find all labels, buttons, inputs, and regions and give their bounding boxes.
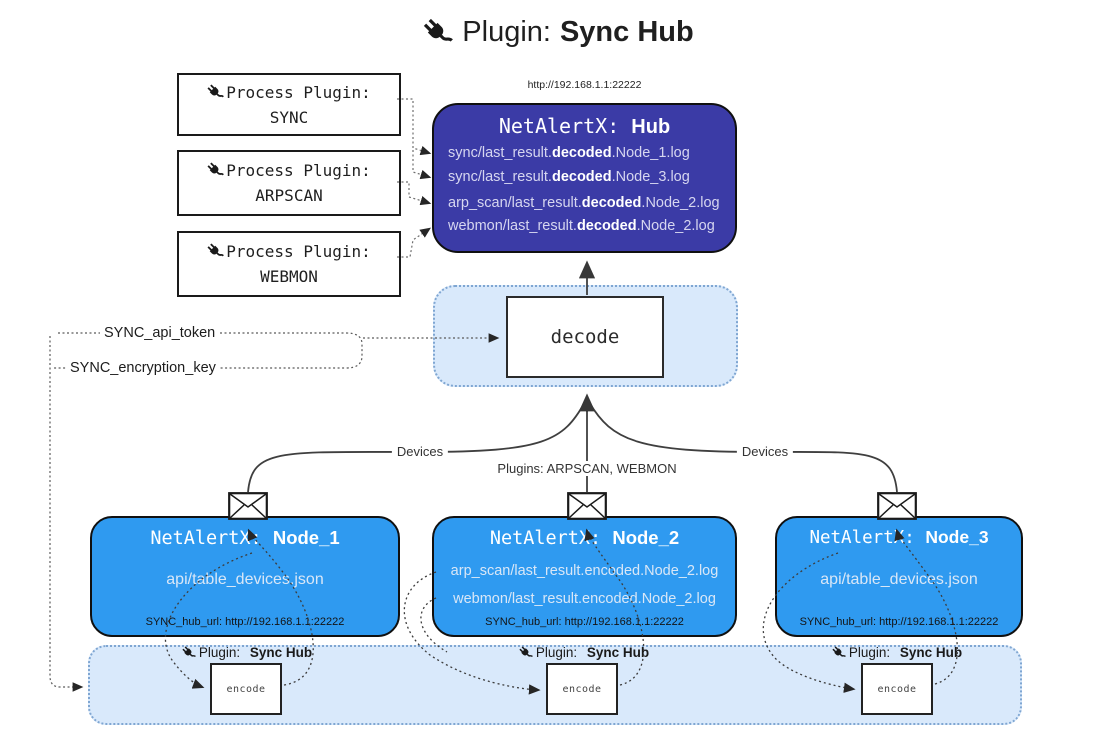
encode-plugin-label-3: Plugin: Sync Hub [807,645,987,660]
process-plugin-name: SYNC [269,107,309,127]
hub-file-line: sync/last_result.decoded.Node_1.log [448,145,690,161]
hub-title: NetAlertX: Hub [434,114,735,139]
plugin-to-hub-edges [397,98,432,258]
devices-left-label: Devices [391,444,449,459]
plugins-center-label: Plugins: ARPSCAN, WEBMON [492,461,682,476]
encode-plugin-label-1: Plugin: Sync Hub [157,645,337,660]
process-plugin-label: Process Plugin: [226,242,371,261]
sync-encryption-key-label: SYNC_encryption_key [66,360,220,376]
node-title: NetAlertX: Node_3 [809,527,989,548]
node-1-box: NetAlertX: Node_1 api/table_devices.json… [90,516,400,637]
title-prefix: Plugin: [462,16,551,48]
decode-box: decode [506,296,664,378]
hub-title-name: Hub [631,116,671,138]
process-plugin-label: Process Plugin: [226,82,371,102]
node-2-box: NetAlertX: Node_2 arp_scan/last_result.e… [432,516,737,637]
hub-box: NetAlertX: Hub sync/last_result.decoded.… [432,103,737,253]
sync-api-token-label: SYNC_api_token [100,325,220,341]
encode-label: encode [562,683,602,695]
devices-right-label: Devices [736,444,794,459]
encode-box-1: encode [210,663,282,715]
plug-icon [831,645,846,660]
hub-file-line: arp_scan/last_result.decoded.Node_2.log [448,195,720,211]
plug-icon [181,645,196,660]
encode-label: encode [877,683,917,695]
node-title: NetAlertX: Node_2 [489,527,680,549]
page-title: Plugin: Sync Hub [0,16,1117,49]
node-file: arp_scan/last_result.encoded.Node_2.log [450,563,719,579]
plug-icon [207,243,225,260]
envelope-icon [877,492,917,520]
process-plugin-webmon: Process Plugin: WEBMON [177,231,401,297]
encode-plugin-label-2: Plugin: Sync Hub [494,645,674,660]
config-to-encode-panel [49,336,84,692]
node-file: webmon/last_result.encoded.Node_2.log [453,591,716,607]
hub-file-line: webmon/last_result.decoded.Node_2.log [448,218,715,234]
process-plugin-name: ARPSCAN [255,186,323,205]
encode-box-3: encode [861,663,933,715]
envelope-icon [228,492,268,520]
decode-label: decode [550,326,620,348]
node-file: api/table_devices.json [166,571,324,588]
encode-box-2: encode [546,663,618,715]
hub-url-label: http://192.168.1.1:22222 [527,79,642,91]
node-hub-url: SYNC_hub_url: http://192.168.1.1:22222 [799,616,999,628]
node-title: NetAlertX: Node_1 [150,527,340,549]
node-hub-url: SYNC_hub_url: http://192.168.1.1:22222 [145,616,345,628]
process-plugin-arpscan: Process Plugin: ARPSCAN [177,150,401,216]
node-3-box: NetAlertX: Node_3 api/table_devices.json… [775,516,1023,637]
plug-icon [207,162,225,179]
plug-icon [207,83,225,101]
node-file: api/table_devices.json [820,571,978,588]
title-name: Sync Hub [559,16,694,48]
hub-file-line: sync/last_result.decoded.Node_3.log [448,169,690,185]
encode-label: encode [226,683,266,695]
process-plugin-sync: Process Plugin: SYNC [177,73,401,136]
plug-icon [518,645,533,660]
plug-icon [423,17,454,48]
node-hub-url: SYNC_hub_url: http://192.168.1.1:22222 [485,616,684,628]
process-plugin-name: WEBMON [260,267,318,286]
envelope-icon [567,492,607,520]
process-plugin-label: Process Plugin: [226,161,371,180]
hub-title-prefix: NetAlertX: [498,114,632,138]
